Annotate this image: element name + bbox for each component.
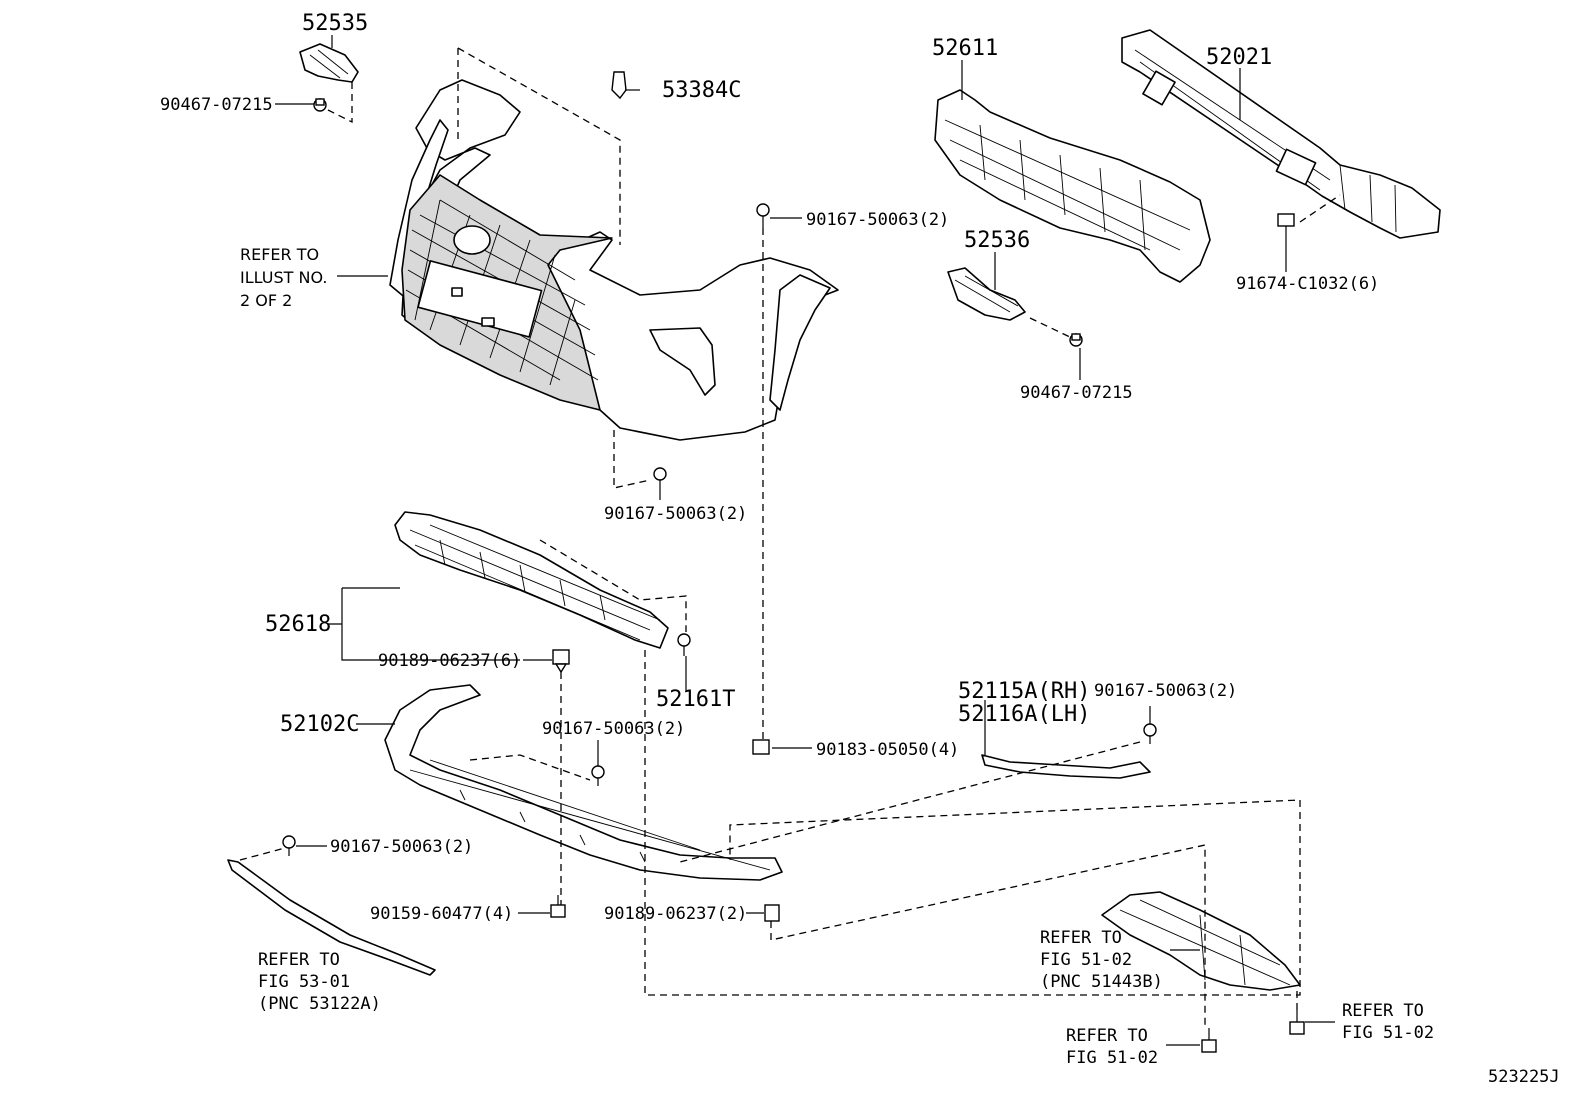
label-90167-50063: 90167-50063(2) [1094, 681, 1237, 701]
label-52161t: 52161T [656, 687, 735, 712]
label-90189-06237: 90189-06237(6) [378, 651, 521, 671]
diagram-code: 523225J [1488, 1067, 1560, 1087]
screw-icon [653, 467, 667, 490]
screw-icon [1143, 723, 1157, 744]
label-52535: 52535 [302, 11, 368, 36]
grille-mesh [401, 174, 613, 411]
clip-icon [764, 904, 780, 922]
screw-icon [591, 765, 605, 786]
clip-icon [552, 649, 570, 674]
screw-icon [677, 633, 691, 656]
bracket-52536 [947, 267, 1026, 321]
screw-icon [282, 835, 296, 856]
reference-notes: REFER TO ILLUST NO. 2 OF 2 REFER TO FIG … [240, 245, 1434, 1068]
label-52102c: 52102C [280, 712, 359, 737]
label-90167-50063: 90167-50063(2) [542, 719, 685, 739]
note-illust-line3: 2 OF 2 [240, 291, 292, 310]
label-90183-05050: 90183-05050(4) [816, 740, 959, 760]
label-90167-50063: 90167-50063(2) [806, 210, 949, 230]
note-fig5102c-line1: REFER TO [1342, 1001, 1424, 1021]
bolt-icon [1277, 213, 1295, 238]
bolt-icon [550, 895, 566, 918]
note-fig5102a-line3: (PNC 51443B) [1040, 972, 1163, 992]
fastener-icons [282, 71, 1305, 1053]
bolt-icon [1289, 1010, 1305, 1035]
leader-lines [275, 35, 1335, 1046]
screw-icon [756, 203, 770, 228]
label-52618: 52618 [265, 612, 331, 637]
label-90467-07215: 90467-07215 [1020, 383, 1133, 403]
clip-icon [313, 98, 327, 112]
assembly-lines [239, 47, 1341, 1028]
energy-absorber [934, 89, 1211, 283]
molding-52115a [981, 754, 1151, 779]
note-fig5301-line3: (PNC 53122A) [258, 994, 381, 1014]
note-illust-line2: ILLUST NO. [240, 268, 327, 287]
label-52115a-rh: 52115A(RH) [958, 679, 1090, 704]
part-labels: 52535 90467-07215 53384C 52611 52021 901… [160, 11, 1379, 924]
bolt-icon [1201, 1028, 1217, 1053]
label-90467-07215: 90467-07215 [160, 95, 273, 115]
note-fig5102b-line1: REFER TO [1066, 1026, 1148, 1046]
pin-icon [611, 71, 627, 100]
label-52021: 52021 [1206, 45, 1272, 70]
label-52116a-lh: 52116A(LH) [958, 702, 1090, 727]
label-90167-50063: 90167-50063(2) [604, 504, 747, 524]
note-fig5301-line2: FIG 53-01 [258, 972, 350, 992]
label-52536: 52536 [964, 228, 1030, 253]
lower-strip [227, 859, 436, 976]
label-90159-60477: 90159-60477(4) [370, 904, 513, 924]
under-cover-52618 [394, 511, 669, 649]
label-90167-50063: 90167-50063(2) [330, 837, 473, 857]
lower-spoiler-52102c [384, 684, 783, 881]
label-52611: 52611 [932, 36, 998, 61]
note-fig5102c-line2: FIG 51-02 [1342, 1023, 1434, 1043]
note-illust-line1: REFER TO [240, 245, 319, 264]
note-fig5102a-line2: FIG 51-02 [1040, 950, 1132, 970]
label-90189-06237: 90189-06237(2) [604, 904, 747, 924]
bumper-reinforcement [1121, 29, 1441, 239]
note-fig5301-line1: REFER TO [258, 950, 340, 970]
note-fig5102b-line2: FIG 51-02 [1066, 1048, 1158, 1068]
clip-icon [1069, 333, 1083, 347]
label-53384c: 53384C [662, 78, 741, 103]
label-91674-c1032: 91674-C1032(6) [1236, 274, 1379, 294]
bracket-52535 [299, 43, 359, 83]
nut-icon [752, 739, 770, 755]
note-fig5102a-line1: REFER TO [1040, 928, 1122, 948]
